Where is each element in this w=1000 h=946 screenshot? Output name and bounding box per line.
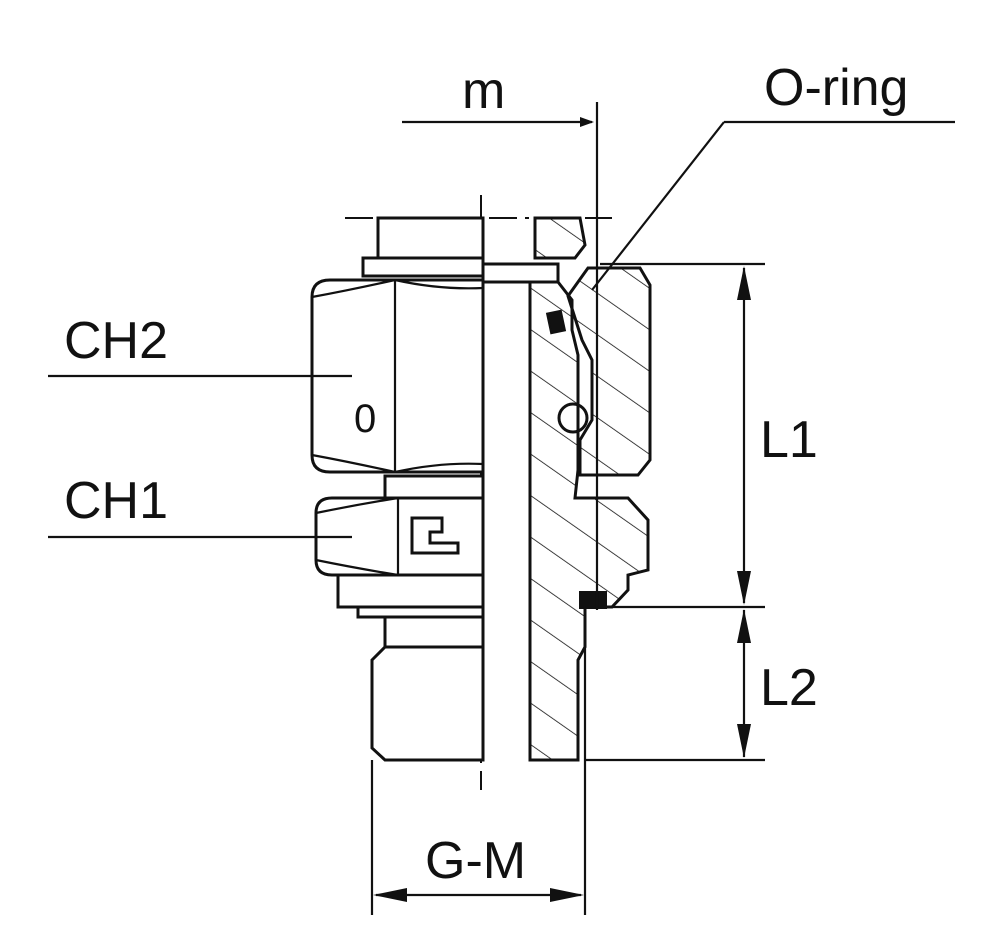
neck — [383, 474, 485, 500]
label-l1: L1 — [760, 411, 818, 469]
label-g-m: G-M — [425, 832, 526, 890]
o-ring-seal — [557, 402, 589, 434]
hex-nut-ch2 — [310, 278, 485, 474]
label-ch2: CH2 — [64, 312, 168, 370]
dimension-m — [402, 102, 599, 610]
label-l2: L2 — [760, 659, 818, 717]
label-o-ring: O-ring — [764, 59, 908, 117]
upper-seal — [545, 309, 567, 335]
flange — [336, 573, 485, 619]
label-m: m — [462, 62, 505, 120]
dimension-g-m — [370, 760, 587, 915]
face-seal — [579, 591, 607, 609]
dimension-l1 — [737, 266, 751, 605]
dimension-l2 — [737, 609, 751, 758]
label-ch1: CH1 — [64, 472, 168, 530]
section-view — [481, 216, 652, 762]
hex-stamp-mark — [410, 516, 460, 555]
o-ring-leader — [591, 120, 955, 291]
hex-mark-text: 0 — [354, 397, 376, 441]
thread-stud — [370, 615, 485, 762]
tube-stub — [361, 216, 485, 278]
